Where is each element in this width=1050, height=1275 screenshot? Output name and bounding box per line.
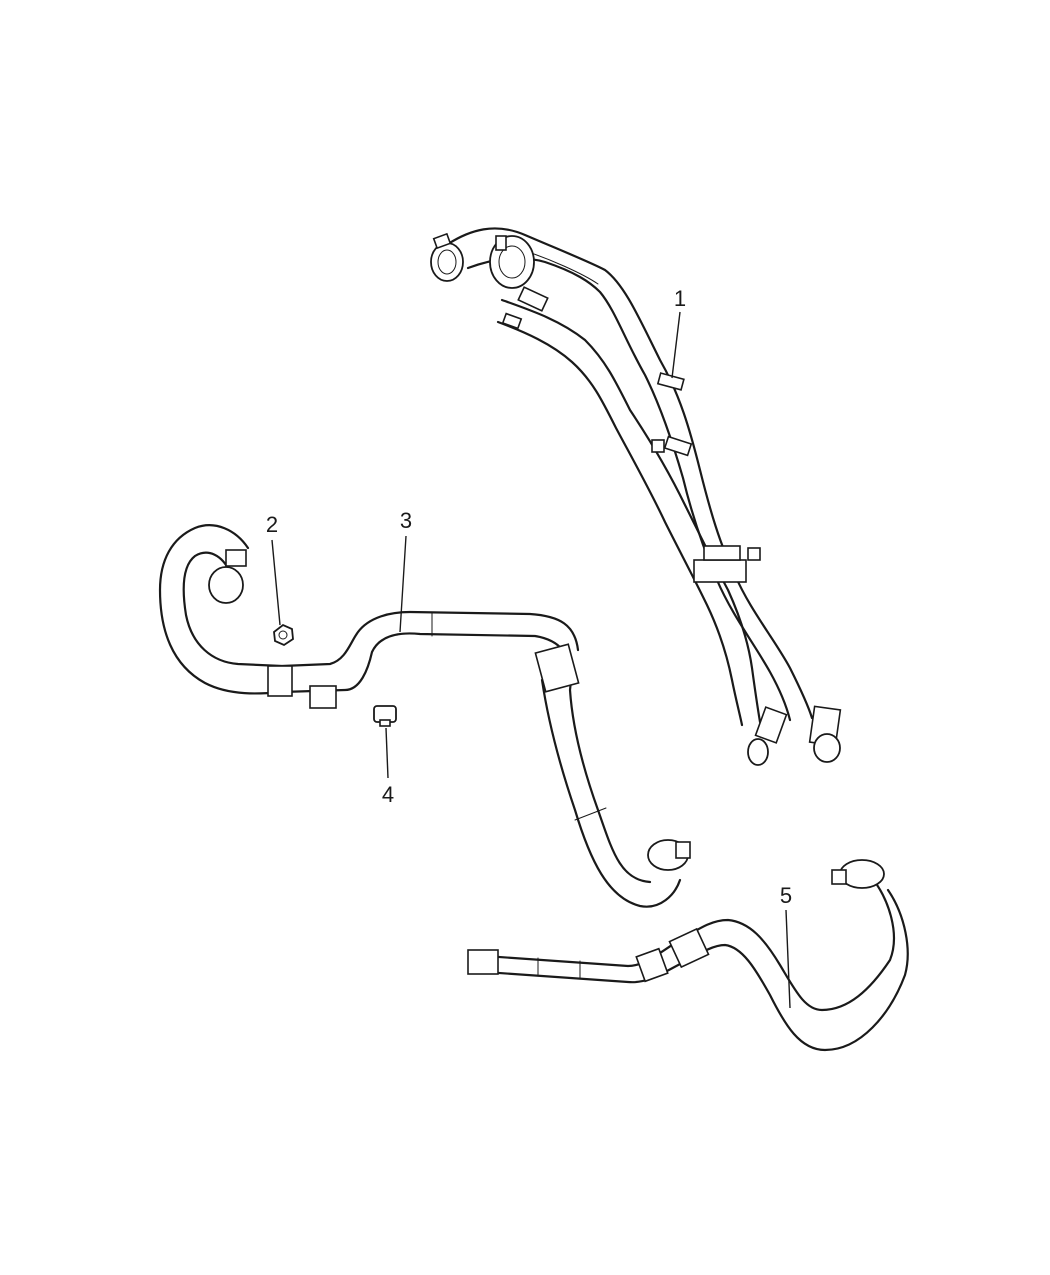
leader-line-5: [785, 909, 791, 1009]
leader-line-1: [671, 311, 681, 379]
callout-4: 4: [382, 782, 394, 807]
leader-line-4: [385, 727, 389, 779]
callout-2: 2: [266, 512, 278, 537]
callout-5: 5: [780, 883, 792, 908]
hose-5: [467, 859, 909, 1052]
leader-line-3: [399, 535, 407, 633]
nut-2: [273, 623, 294, 647]
callout-1: 1: [674, 286, 686, 311]
leader-line-2: [271, 539, 281, 626]
hose-assembly-1: [430, 227, 842, 766]
hose-3: [158, 524, 691, 908]
callout-3: 3: [400, 508, 412, 533]
bolt-4: [373, 705, 397, 727]
